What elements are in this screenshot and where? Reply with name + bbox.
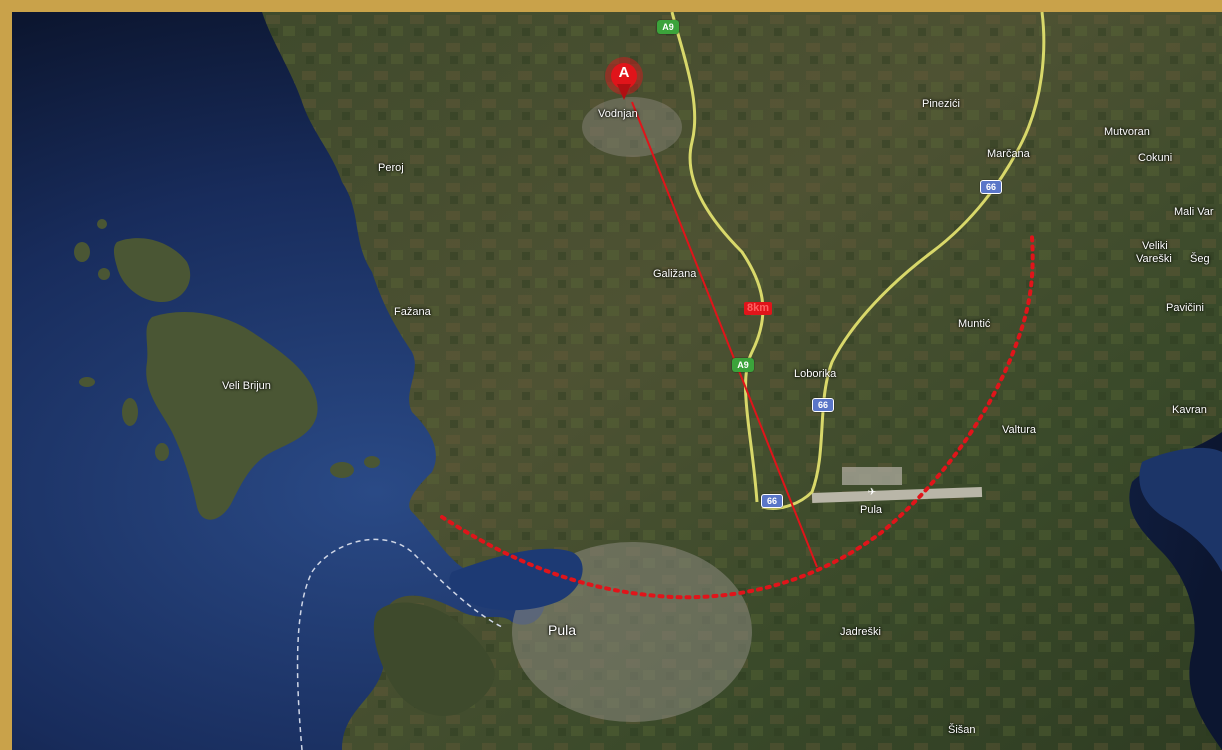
islet-5 [330,462,354,478]
islet-3 [122,398,138,426]
label-pavicini: Pavičini [1166,302,1204,314]
label-fazana: Fažana [394,306,431,318]
airport-icon: ✈ [867,487,877,498]
pula-harbour [449,548,583,611]
label-veli-brijun: Veli Brijun [222,380,271,392]
label-peroj: Peroj [378,162,404,174]
label-galizana: Galižana [653,268,697,280]
label-mali-vareski: Mali Var [1174,206,1214,218]
vodnjan-urban-area [582,97,682,157]
map-pin-icon [605,57,643,100]
label-kavran: Kavran [1172,404,1207,416]
road-66-east [761,12,1046,510]
ferry-route [296,538,503,750]
label-marcana: Marčana [987,148,1030,160]
islet-7 [79,377,95,387]
veli-brijun-island [146,312,318,520]
southwest-peninsula [373,602,495,716]
road-shield-a9-mid: A9 [732,358,754,372]
distance-label: 8km [744,302,773,315]
label-muntic: Muntić [958,318,991,330]
airport-runway [811,487,983,503]
road-shield-66-south: 66 [761,494,783,508]
label-pula-city: Pula [548,622,577,638]
location-marker-a[interactable]: A [603,56,645,102]
islet-8 [97,219,107,229]
label-pula-airport: Pula [860,504,883,516]
label-sisan: Šišan [948,724,976,736]
label-jadreski: Jadreški [840,626,881,638]
islet-4 [155,443,169,461]
mali-brijun-island [113,238,191,302]
label-veliki-vareski-line2: Vareški [1136,253,1172,265]
label-mutvoran: Mutvoran [1104,126,1150,138]
radius-arc [440,235,1035,600]
route-line [631,101,818,568]
east-bay [1139,447,1222,572]
label-loborika: Loborika [794,368,837,380]
highway-a9 [670,12,765,503]
road-shield-66-marcana: 66 [980,180,1002,194]
map-canvas[interactable] [12,12,1222,750]
road-shield-a9-top: A9 [657,20,679,34]
label-veliki-vareski-line1: Veliki [1142,240,1168,252]
label-segotici: Šeg [1190,253,1210,265]
label-vodnjan: Vodnjan [598,108,638,120]
islet-1 [74,242,90,262]
marker-letter: A [618,64,630,81]
label-cokuni: Cokuni [1138,152,1173,164]
road-shield-66-loborika: 66 [812,398,834,412]
airport-apron [842,467,902,485]
islet-2 [98,268,110,280]
islet-6 [364,456,380,468]
label-valtura: Valtura [1002,424,1037,436]
label-pinezici: Pinezići [922,98,960,110]
satellite-map[interactable]: A 8km A9 A9 66 66 66 ✈ Vodnjan Peroj Faž… [12,12,1222,750]
